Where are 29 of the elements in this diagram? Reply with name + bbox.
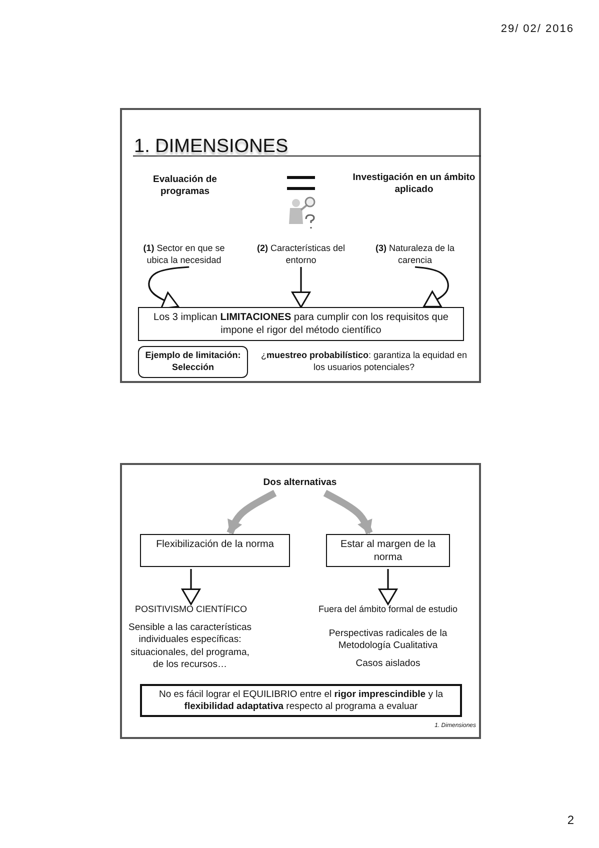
text-box: No es fácil lograr el EQUILIBRIO entre el rigor imprescindible y la flexibilidad adaptativa respecto al programa a evaluar [140, 684, 462, 717]
description-text: Perspectivas radicales de la Metodología Cualitativa [328, 628, 448, 654]
description-text: Sensible a las características individuales específicas: situacionales, del programa, de los recursos… [127, 622, 253, 672]
description-text: Casos aislados [354, 658, 422, 671]
page-number: 2 [566, 813, 574, 829]
text-box: Estar al margen de la norma [326, 534, 450, 567]
node-text: (3) Naturaleza de la carencia [365, 241, 465, 265]
node-text: (2) Características del entorno [246, 241, 356, 265]
text-box: Los 3 implican LIMITACIONES para cumplir con los requisitos que impone el rigor del método científico [138, 307, 464, 341]
arrow [182, 569, 200, 605]
heading-text: Dos alternativas [250, 477, 350, 491]
arrow [292, 267, 310, 308]
arrow [414, 266, 449, 308]
rounded-box: Ejemplo de limitación: Selección [138, 346, 248, 378]
heading-text: Evaluación de programas [135, 172, 235, 202]
node-text: ¿muestreo probabilístico: garantiza la equidad en los usuarios potenciales? [254, 348, 474, 376]
slide-title: 1. DIMENSIONES [134, 136, 288, 158]
node-text: POSITIVISMO CIENTÍFICO [130, 604, 252, 618]
slide-frame [120, 463, 481, 739]
arrow [226, 490, 277, 534]
node-text: Fuera del ámbito formal de estudio [306, 604, 470, 618]
date-text: 29/ 02/ 2016 [500, 22, 574, 36]
text-box: Flexibilización de la norma [140, 534, 290, 567]
node-text: (1) Sector en que se ubica la necesidad [133, 241, 235, 265]
slide-frame [120, 108, 481, 383]
arrow [148, 266, 190, 310]
arrow [378, 569, 398, 605]
heading-text: Investigación en un ámbito aplicado [350, 172, 478, 202]
arrow [323, 490, 373, 534]
